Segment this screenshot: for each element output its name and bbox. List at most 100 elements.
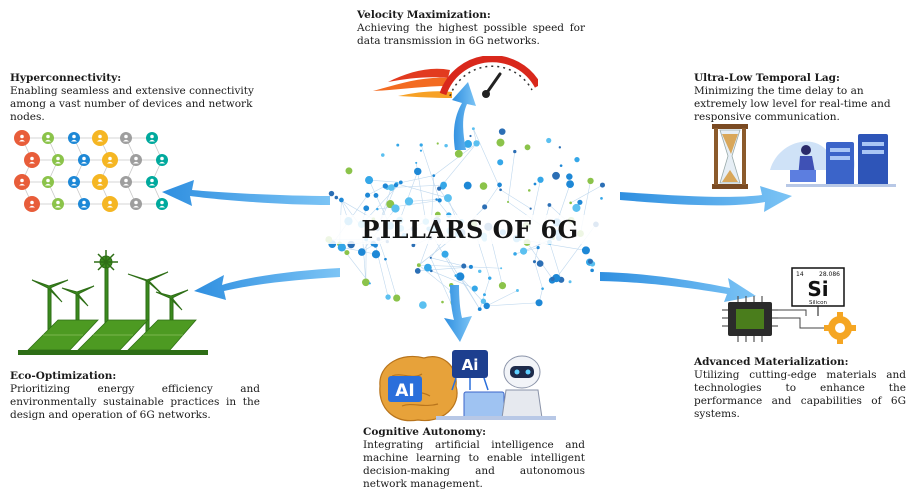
arrow-to-cognitive [444,285,472,342]
network-node [569,201,572,205]
network-node [547,203,552,207]
network-link [431,270,475,289]
eco-caption: Eco-Optimization: Prioritizing energy ef… [10,370,260,422]
ai-chip-label: Ai [462,356,479,374]
hyperconnectivity-description: Enabling seamless and extensive connecti… [10,85,254,123]
network-node [559,164,563,167]
network-node [464,140,473,148]
network-link [418,264,452,292]
network-node [471,127,475,131]
network-node [572,203,581,212]
network-node [396,143,400,147]
network-node [498,282,507,290]
network-link [367,185,386,196]
network-node [419,301,427,309]
network-node [388,184,395,191]
network-link [507,151,516,202]
network-node [479,182,488,190]
network-node [496,138,505,147]
network-node [393,182,399,188]
network-node [577,199,583,205]
network-node [477,307,482,311]
network-node [404,197,414,206]
velocity-title: Velocity Maximization: [357,9,491,21]
network-node [500,267,503,270]
network-link [396,183,449,199]
ultra-low-lag-title: Ultra-Low Temporal Lag: [694,72,840,84]
network-node [411,243,416,248]
network-link [570,184,603,204]
network-node [558,146,562,149]
network-link [486,290,518,307]
network-node [385,294,391,300]
network-link [444,254,480,310]
network-node [443,194,452,202]
network-link [433,143,477,176]
network-node [429,256,432,259]
network-node [524,144,531,151]
network-node [373,242,378,248]
network-node [337,243,346,252]
si-symbol: Si [807,277,828,301]
solar-wind-farm-icon [18,250,208,355]
network-node [537,176,544,183]
network-node [471,285,478,292]
hyperconnectivity-title: Hyperconnectivity: [10,72,122,84]
network-link [387,184,444,188]
network-link [408,199,437,202]
network-node [380,153,385,157]
network-node [533,182,537,186]
network-node [515,289,519,292]
velocity-caption: Velocity Maximization: Achieving the hig… [357,9,585,48]
network-node [461,263,467,269]
network-node [419,143,423,147]
network-node [334,195,339,200]
ultra-low-lag-description: Minimizing the time delay to an extremel… [694,85,891,123]
network-node [424,263,432,272]
network-node [498,128,506,135]
network-node [398,180,403,185]
network-link [484,184,500,208]
cognitive-description: Integrating artificial intelligence and … [363,439,585,490]
network-node [587,259,593,265]
si-name: Silicon [809,300,827,306]
network-node [566,173,573,180]
velocity-description: Achieving the highest possible speed for… [357,22,585,47]
network-node [488,276,492,280]
arrow-to-eco [194,268,340,300]
ultra-low-lag-caption: Ultra-Low Temporal Lag: Minimizing the t… [694,72,906,124]
hourglass-server-icon [712,124,896,189]
arrow-to-velocity [452,82,476,150]
network-node [590,268,594,273]
network-link [369,179,401,183]
arrow-to-materialization [600,272,756,302]
network-link [486,302,540,307]
network-node [441,250,449,258]
eco-description: Prioritizing energy efficiency and envir… [10,383,260,421]
network-node [328,190,335,197]
network-node [546,137,552,144]
network-link [473,128,501,190]
network-node [478,269,482,274]
silicon-chip-icon: 14 28.086 Si Silicon [722,267,856,344]
eco-title: Eco-Optimization: [10,370,117,382]
network-link [500,189,531,209]
network-node [497,182,502,188]
network-node [437,198,442,203]
network-node [345,167,353,175]
network-node [599,182,605,188]
network-node [441,300,444,304]
materialization-caption: Advanced Materialization: Utilizing cutt… [694,356,906,421]
si-mass: 28.086 [819,271,840,278]
network-node [414,268,421,274]
network-node [587,177,594,185]
network-node [535,299,543,307]
network-node [483,302,490,310]
network-node [468,264,473,269]
network-node [473,140,480,147]
network-link [470,266,502,269]
network-node [344,250,350,256]
network-node [435,198,438,201]
network-node [444,143,448,148]
network-node [436,142,439,145]
